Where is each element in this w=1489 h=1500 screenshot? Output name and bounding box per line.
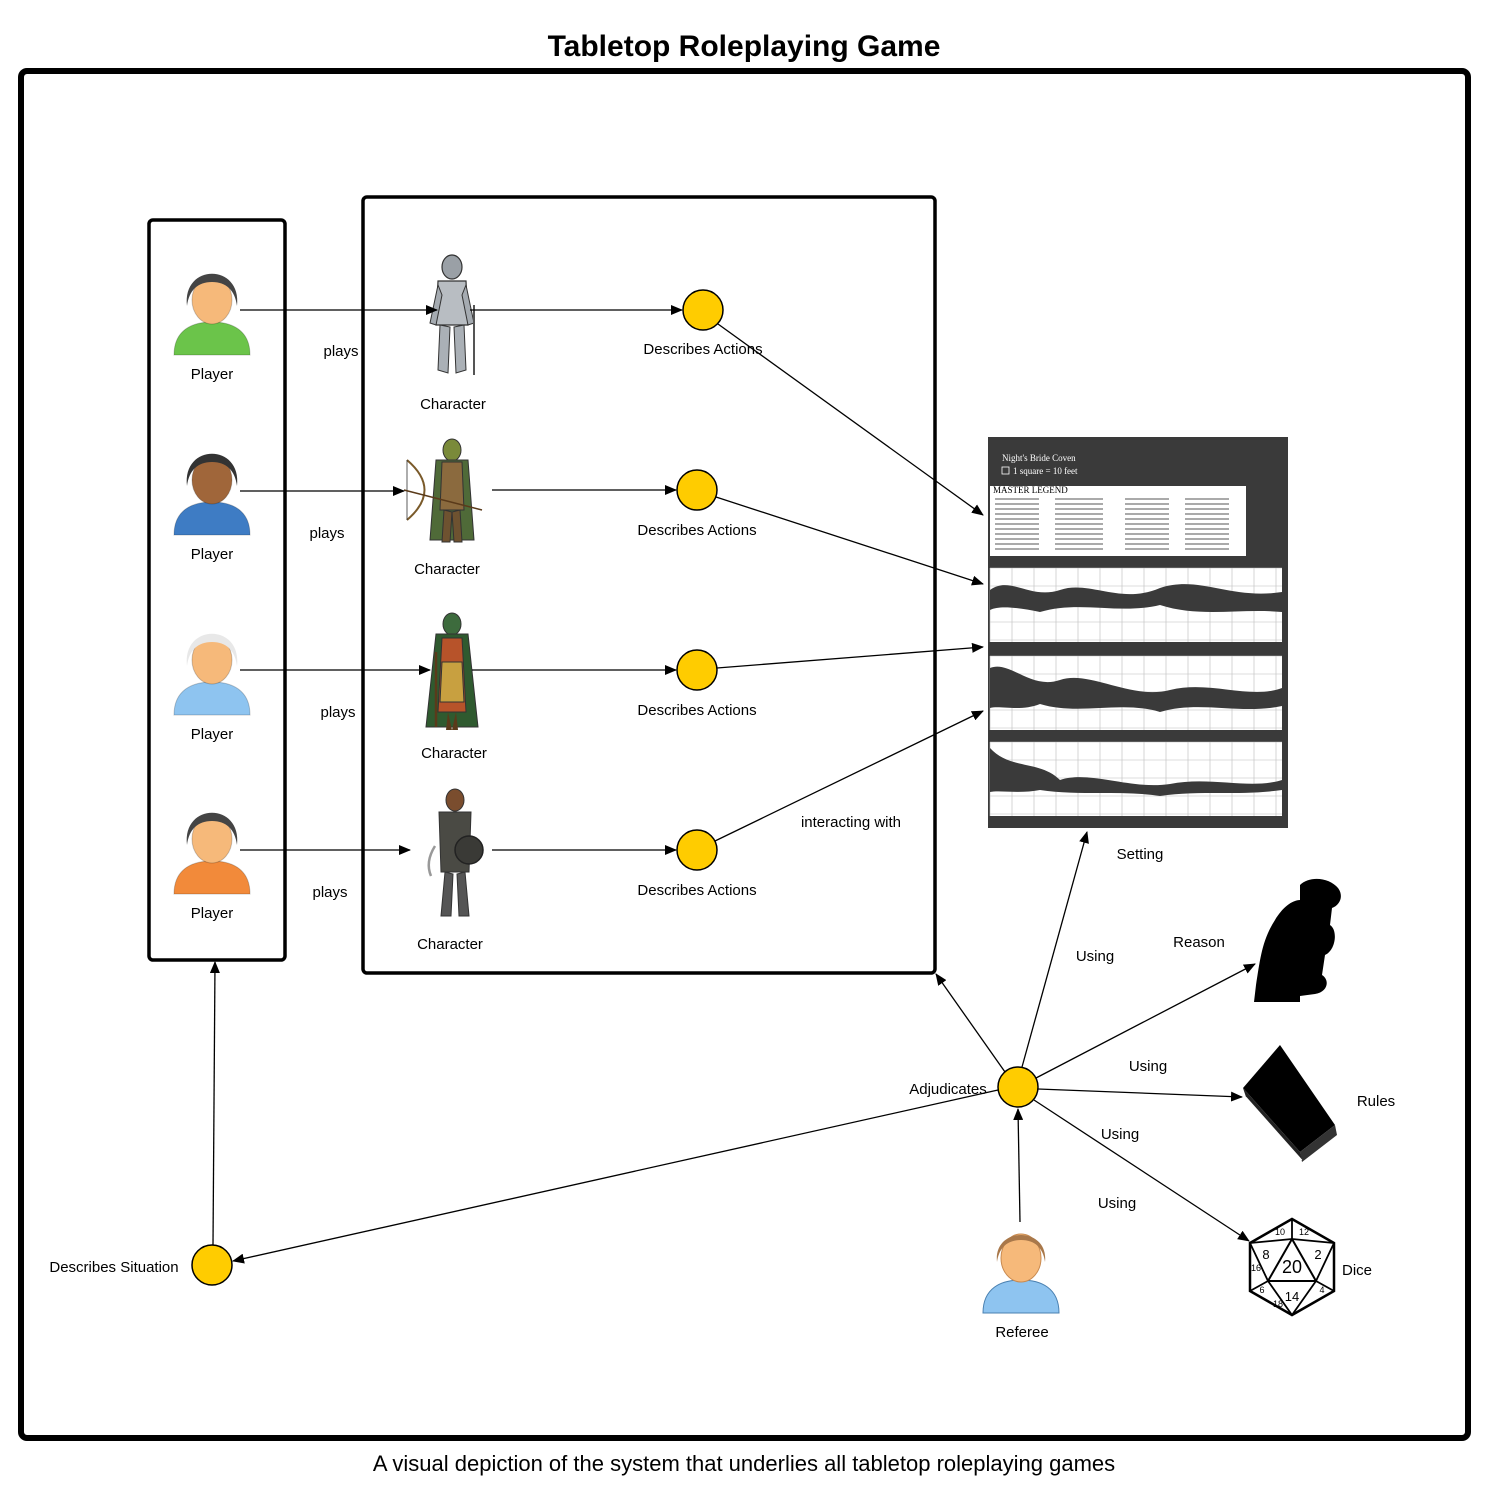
describes-actions-label-3: Describes Actions — [637, 702, 756, 719]
d20-face: 16 — [1251, 1263, 1261, 1273]
describes-actions-node-1 — [682, 289, 724, 331]
d20-face: 12 — [1299, 1227, 1309, 1237]
using-label-dice: Using — [1098, 1195, 1136, 1212]
d20-face-main: 20 — [1282, 1257, 1302, 1277]
referee-icon — [982, 1233, 1060, 1314]
edge-using-rules — [1037, 1088, 1243, 1102]
druid-icon — [425, 612, 479, 730]
edge-situation-players — [209, 961, 220, 1246]
map-title: Night's Bride Coven — [1002, 453, 1076, 463]
edge-action-setting-3 — [716, 642, 984, 669]
describes-actions-label-1: Describes Actions — [643, 341, 762, 358]
setting-label: Setting — [1117, 846, 1164, 863]
map-legend-heading: MASTER LEGEND — [993, 485, 1068, 495]
setting-map: Night's Bride Coven 1 square = 10 feet M… — [988, 437, 1288, 828]
dice-label: Dice — [1342, 1262, 1372, 1279]
player-icon — [173, 812, 251, 895]
diagram-caption: A visual depiction of the system that un… — [373, 1451, 1115, 1476]
describes-actions-node-2 — [676, 469, 718, 511]
d20-face: 6 — [1259, 1285, 1264, 1295]
fighter-icon — [427, 788, 484, 917]
plays-label-4: plays — [312, 884, 347, 901]
describes-actions-node-3 — [676, 649, 718, 691]
d20-face: 8 — [1262, 1247, 1269, 1262]
edge-action-setting-2 — [715, 496, 984, 586]
knight-icon — [429, 254, 475, 375]
describes-actions-node-4 — [676, 829, 718, 871]
player-icon — [173, 633, 251, 716]
thinker-icon — [1254, 878, 1341, 1002]
player-label: Player — [191, 546, 234, 563]
edge-using-setting — [1021, 831, 1089, 1068]
characters-group — [361, 195, 937, 975]
describes-actions-label-2: Describes Actions — [637, 522, 756, 539]
interacting-with-label: interacting with — [801, 814, 901, 831]
rules-label: Rules — [1357, 1093, 1395, 1110]
adjudicates-node — [997, 1066, 1039, 1108]
describes-situation-node — [191, 1244, 233, 1286]
d20-face: 4 — [1319, 1285, 1324, 1295]
reason-label: Reason — [1173, 934, 1225, 951]
adjudicates-label: Adjudicates — [909, 1081, 987, 1098]
plays-label-2: plays — [309, 525, 344, 542]
diagram-title: Tabletop Roleplaying Game — [548, 30, 941, 63]
character-label-2: Character — [414, 561, 480, 578]
d20-face: 2 — [1314, 1247, 1321, 1262]
using-label-reason: Using — [1129, 1058, 1167, 1075]
edge-action-setting-1 — [717, 323, 984, 516]
d20-face: 18 — [1273, 1299, 1283, 1309]
edge-referee-adjudicates — [1013, 1108, 1024, 1223]
player-icon — [173, 453, 251, 536]
player-icon — [173, 273, 251, 356]
d20-face: 14 — [1285, 1289, 1299, 1304]
character-label-3: Character — [421, 745, 487, 762]
describes-situation-label: Describes Situation — [49, 1259, 178, 1276]
plays-label-3: plays — [320, 704, 355, 721]
plays-label-1: plays — [323, 343, 358, 360]
d20-face: 10 — [1275, 1227, 1285, 1237]
describes-actions-label-4: Describes Actions — [637, 882, 756, 899]
edge-adjudicates-characters — [935, 973, 1006, 1073]
using-label-rules: Using — [1101, 1126, 1139, 1143]
map-scale-note: 1 square = 10 feet — [1013, 466, 1078, 476]
player-label: Player — [191, 366, 234, 383]
edge-action-setting-4 — [714, 710, 984, 842]
edge-adjudicates-situation — [232, 1089, 999, 1264]
referee-label: Referee — [995, 1324, 1048, 1341]
character-label-4: Character — [417, 936, 483, 953]
character-label-1: Character — [420, 396, 486, 413]
edge-using-dice — [1033, 1099, 1250, 1242]
players-group — [147, 218, 287, 962]
archer-icon — [403, 438, 483, 543]
rulebook-icon — [1243, 1045, 1337, 1162]
player-label: Player — [191, 726, 234, 743]
player-label: Player — [191, 905, 234, 922]
d20-icon: 20 8 2 14 10 12 4 6 16 18 — [1248, 1217, 1336, 1317]
using-label-setting: Using — [1076, 948, 1114, 965]
outer-frame — [18, 68, 1471, 1441]
edge-using-reason — [1035, 963, 1256, 1079]
